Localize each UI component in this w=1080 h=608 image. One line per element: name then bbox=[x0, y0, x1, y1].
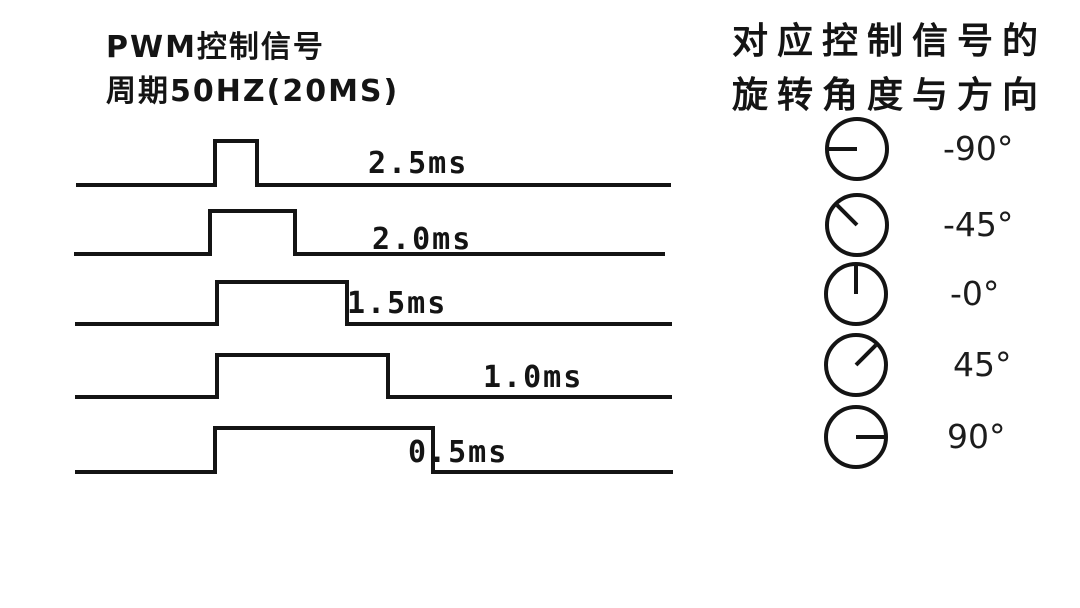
pwm-waveform bbox=[75, 426, 673, 474]
dial-needle bbox=[835, 203, 859, 227]
pwm-waveform bbox=[74, 209, 665, 256]
pulse-width-label: 2.5ms bbox=[368, 146, 469, 181]
servo-dial-icon bbox=[824, 262, 888, 326]
pwm-waveform bbox=[75, 280, 672, 326]
pulse-width-label: 1.5ms bbox=[347, 286, 448, 321]
rotation-angle-label: -90° bbox=[943, 128, 1014, 168]
rotation-angle-label: 45° bbox=[953, 344, 1012, 384]
servo-title-line2: 旋转角度与方向 bbox=[732, 75, 1048, 116]
pwm-waveform bbox=[76, 139, 671, 187]
rotation-angle-label: 90° bbox=[947, 416, 1006, 456]
pwm-title-line1: PWM控制信号 bbox=[106, 30, 325, 65]
dial-circle bbox=[825, 117, 889, 181]
dial-circle bbox=[824, 262, 888, 326]
servo-title-line1: 对应控制信号的 bbox=[732, 21, 1048, 62]
pulse-width-label: 0.5ms bbox=[408, 435, 509, 470]
dial-circle bbox=[824, 333, 888, 397]
dial-circle bbox=[824, 405, 888, 469]
servo-dial-icon bbox=[825, 117, 889, 181]
dial-needle bbox=[854, 343, 878, 367]
pulse-width-label: 1.0ms bbox=[483, 360, 584, 395]
pwm-title-line2: 周期50HZ(20MS) bbox=[106, 74, 400, 109]
servo-dial-icon bbox=[824, 333, 888, 397]
pwm-waveform bbox=[75, 353, 672, 399]
pulse-width-label: 2.0ms bbox=[372, 222, 473, 257]
servo-dial-icon bbox=[825, 193, 889, 257]
rotation-angle-label: -0° bbox=[950, 273, 1000, 313]
dial-circle bbox=[825, 193, 889, 257]
rotation-angle-label: -45° bbox=[943, 204, 1014, 244]
servo-dial-icon bbox=[824, 405, 888, 469]
